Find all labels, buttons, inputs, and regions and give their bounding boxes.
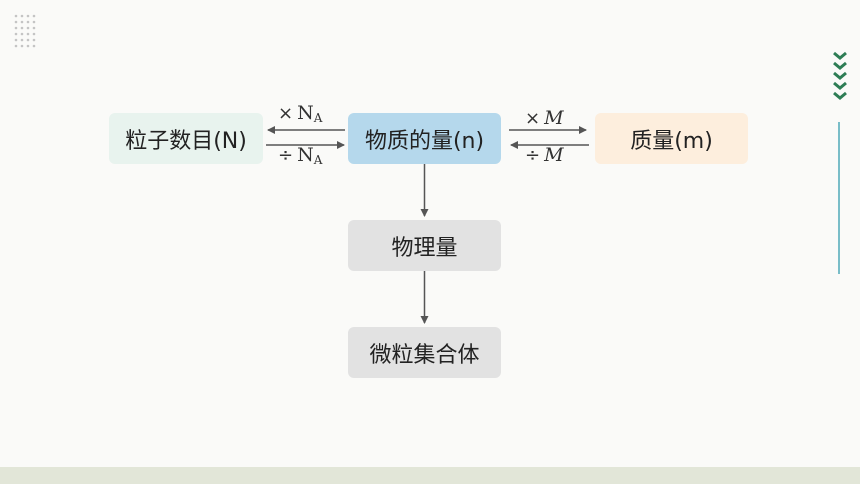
chevron-down-icon <box>833 51 847 100</box>
op-var: N <box>297 144 314 166</box>
op-var: N <box>297 102 314 124</box>
multiply-symbol: × <box>278 103 294 124</box>
node-physical-quantity: 物理量 <box>348 220 501 271</box>
node-particle-count: 粒子数目(N) <box>109 113 263 164</box>
node-amount-of-substance-label: 物质的量(n) <box>364 128 485 154</box>
footer-band <box>0 467 860 484</box>
node-particle-count-label: 粒子数目(N) <box>125 128 247 154</box>
dot-grid-decoration <box>14 14 36 48</box>
op-var: M <box>544 107 564 129</box>
op-divide-na: ÷NA <box>278 144 323 167</box>
node-particle-collection: 微粒集合体 <box>348 327 501 378</box>
divide-symbol: ÷ <box>278 145 294 166</box>
op-divide-m: ÷M <box>525 146 564 165</box>
op-multiply-na: ×NA <box>278 102 323 125</box>
node-mass: 质量(m) <box>595 113 748 164</box>
op-multiply-m: ×M <box>525 109 564 128</box>
multiply-symbol: × <box>525 108 541 129</box>
op-var: M <box>544 144 564 166</box>
divide-symbol: ÷ <box>525 145 541 166</box>
node-particle-collection-label: 微粒集合体 <box>369 342 480 368</box>
op-subscript: A <box>313 153 323 167</box>
side-accent-line <box>838 122 840 274</box>
node-mass-label: 质量(m) <box>630 128 713 154</box>
node-amount-of-substance: 物质的量(n) <box>348 113 501 164</box>
op-subscript: A <box>313 111 323 125</box>
node-physical-quantity-label: 物理量 <box>391 235 458 261</box>
